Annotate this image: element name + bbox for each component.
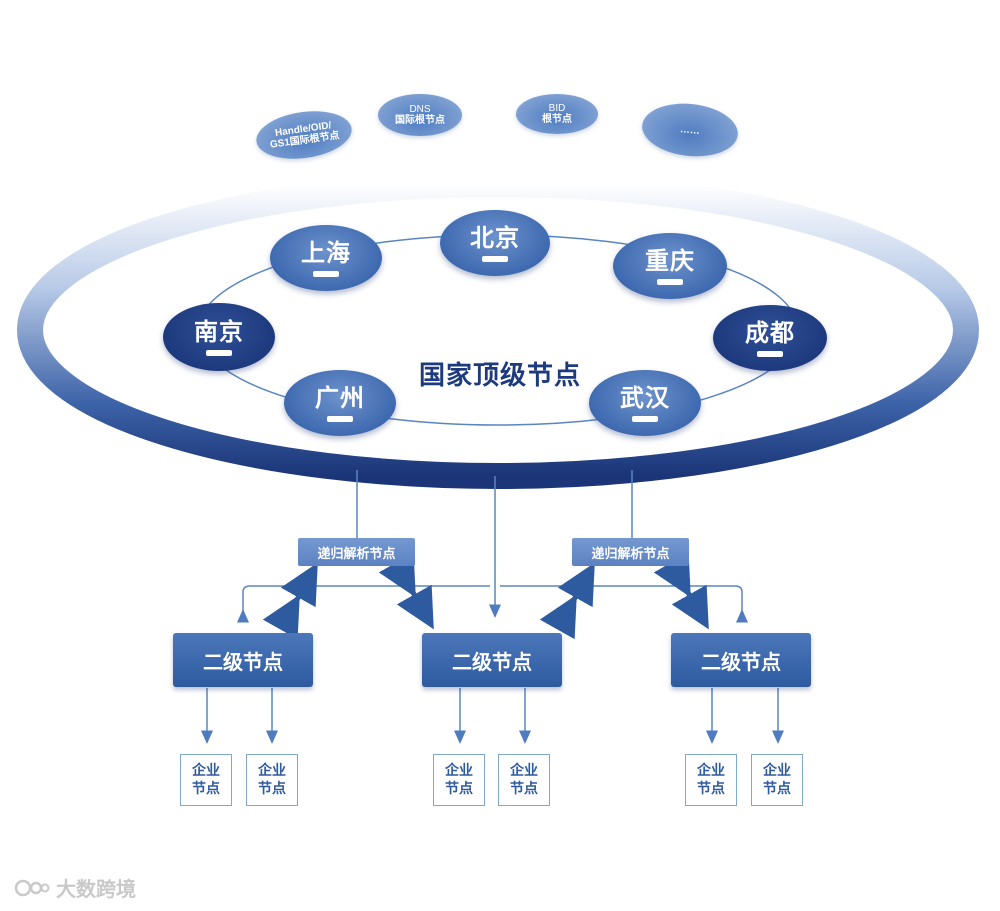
city-node-beijing: 北京 xyxy=(440,210,550,276)
double-arrow-2 xyxy=(378,552,434,630)
city-name: 成都 xyxy=(745,319,795,347)
enterprise-node: 企业 节点 xyxy=(685,754,737,806)
enterprise-node: 企业 节点 xyxy=(180,754,232,806)
root-node-bid: BID 根节点 xyxy=(516,94,598,134)
double-arrow-1 xyxy=(262,562,318,640)
recursive-node-left: 递归解析节点 xyxy=(298,538,415,566)
root-node-dns: DNS 国际根节点 xyxy=(378,94,462,136)
enterprise-label-2: 节点 xyxy=(697,781,725,797)
double-arrow-4 xyxy=(653,552,709,630)
city-bar xyxy=(632,416,658,422)
enterprise-label-2: 节点 xyxy=(192,781,220,797)
city-bar xyxy=(313,271,339,277)
root-node-line1: DNS xyxy=(409,104,431,115)
city-bar xyxy=(657,279,683,285)
city-name: 南京 xyxy=(194,318,244,346)
enterprise-node: 企业 节点 xyxy=(433,754,485,806)
city-name: 武汉 xyxy=(620,384,670,412)
city-node-chongqing: 重庆 xyxy=(613,233,727,299)
recursive-node-right: 递归解析节点 xyxy=(572,538,689,566)
double-arrow-3 xyxy=(539,562,595,640)
root-node-line2: 根节点 xyxy=(542,114,572,125)
branch-left xyxy=(237,585,490,623)
city-bar xyxy=(482,256,508,262)
branch-right xyxy=(500,585,748,623)
enterprise-label-2: 节点 xyxy=(258,781,286,797)
enterprise-label-1: 企业 xyxy=(445,763,473,779)
city-bar xyxy=(327,416,353,422)
enterprise-label-1: 企业 xyxy=(697,763,725,779)
root-node-line1: BID xyxy=(548,103,566,114)
enterprise-node: 企业 节点 xyxy=(246,754,298,806)
enterprise-label-2: 节点 xyxy=(445,781,473,797)
enterprise-label-2: 节点 xyxy=(763,781,791,797)
watermark-logo-icon xyxy=(14,879,50,896)
city-name: 广州 xyxy=(315,384,365,412)
top-level-ring xyxy=(17,171,979,489)
secondary-node-center: 二级节点 xyxy=(422,633,562,687)
city-node-nanjing: 南京 xyxy=(163,303,275,371)
root-node-line2: 国际根节点 xyxy=(395,115,445,126)
city-node-chengdu: 成都 xyxy=(713,305,827,371)
city-node-wuhan: 武汉 xyxy=(589,370,701,436)
enterprise-label-1: 企业 xyxy=(258,763,286,779)
city-node-guangzhou: 广州 xyxy=(284,370,396,436)
enterprise-label-1: 企业 xyxy=(763,763,791,779)
city-bar xyxy=(206,350,232,356)
enterprise-label-1: 企业 xyxy=(192,763,220,779)
top-level-title: 国家顶级节点 xyxy=(418,361,581,391)
city-name: 重庆 xyxy=(645,247,695,275)
enterprise-node: 企业 节点 xyxy=(751,754,803,806)
enterprise-label-2: 节点 xyxy=(510,781,538,797)
root-node-line1: …… xyxy=(679,123,701,137)
enterprise-node: 企业 节点 xyxy=(498,754,550,806)
city-name: 上海 xyxy=(301,239,351,267)
city-bar xyxy=(757,351,783,357)
city-node-shanghai: 上海 xyxy=(270,225,382,291)
city-name: 北京 xyxy=(470,224,520,252)
watermark: 大数跨境 xyxy=(14,873,136,902)
watermark-text: 大数跨境 xyxy=(56,877,136,901)
secondary-node-right: 二级节点 xyxy=(671,633,811,687)
secondary-node-left: 二级节点 xyxy=(173,633,313,687)
enterprise-label-1: 企业 xyxy=(510,763,538,779)
